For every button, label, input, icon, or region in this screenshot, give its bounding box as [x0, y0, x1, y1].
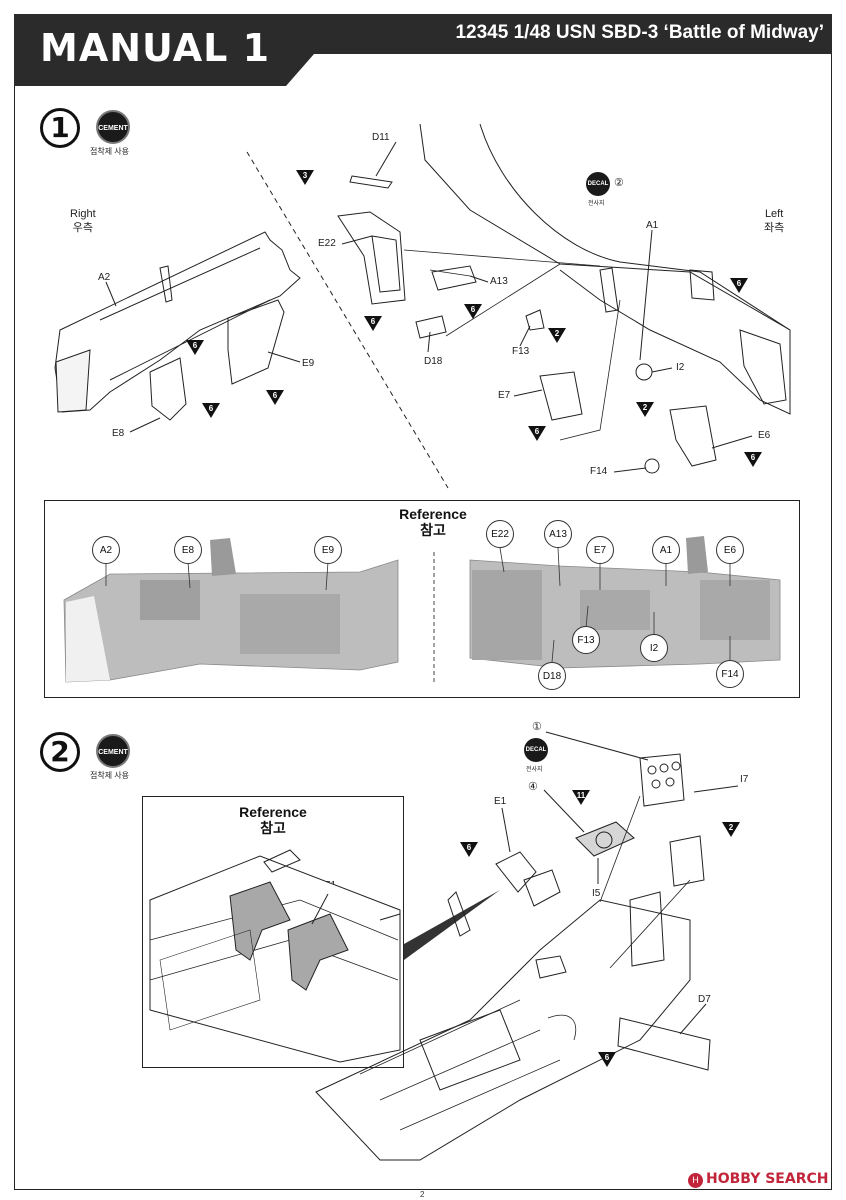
step-1-number: 1	[40, 108, 80, 148]
marker-number: 3	[302, 171, 308, 180]
marker-number: 2	[554, 329, 560, 338]
part-label-a1: A1	[646, 220, 659, 231]
cement-marker	[548, 328, 566, 343]
reference-1-title-kr: 참고	[420, 522, 446, 538]
part-label-e8: E8	[112, 428, 125, 439]
part-label-i2: I2	[676, 362, 685, 373]
cement-marker	[460, 842, 478, 857]
kit-title: 12345 1/48 USN SBD-3 ‘Battle of Midway’	[455, 22, 824, 43]
cement-icon: CEMENT	[96, 734, 130, 768]
page-number: 2	[420, 1190, 425, 1199]
left-label-kr: 좌측	[764, 222, 785, 234]
marker-number: 6	[534, 427, 540, 436]
cement-marker	[636, 402, 654, 417]
decal-text: 전사지	[588, 201, 605, 207]
ref-callout-f14: F14	[716, 660, 744, 688]
manual-title: MANUAL 1	[40, 26, 271, 70]
right-label-kr: 우측	[72, 222, 93, 234]
part-label-f14: F14	[590, 466, 608, 477]
cement-marker	[598, 1052, 616, 1067]
decal-icon: DECAL	[524, 738, 548, 762]
marker-number: 6	[272, 391, 278, 400]
decal-number-1: ①	[532, 721, 542, 733]
decal-text: 전사지	[526, 767, 543, 773]
marker-number: 6	[470, 305, 476, 314]
reference-1-title-en: Reference	[399, 506, 467, 522]
cement-marker	[730, 278, 748, 293]
ref-callout-e9: E9	[314, 536, 342, 564]
ref-callout-a1: A1	[652, 536, 680, 564]
part-label-a2: A2	[98, 272, 111, 283]
watermark-text: HOBBY SEARCH	[706, 1171, 829, 1187]
header-banner-shape	[14, 14, 832, 86]
right-label-en: Right	[70, 208, 96, 220]
ref-callout-e22: E22	[486, 520, 514, 548]
marker-number: 2	[642, 403, 648, 412]
marker-number: 6	[208, 404, 214, 413]
marker-number: 6	[750, 453, 756, 462]
decal-number: ②	[614, 177, 624, 189]
decal-number-4: ④	[528, 781, 538, 793]
part-label-d11: D11	[372, 132, 390, 143]
marker-number: 6	[370, 317, 376, 326]
cement-text: 접착제 사용	[90, 771, 130, 780]
reference-1-title: Reference 참고	[388, 506, 478, 538]
cement-marker	[266, 390, 284, 405]
part-label-e9: E9	[302, 358, 315, 369]
reference-2-title: Reference 참고	[228, 804, 318, 836]
cement-marker	[364, 316, 382, 331]
marker-number: 11	[576, 791, 586, 800]
left-side-label: Left 좌측	[764, 207, 784, 235]
part-label-i7: I7	[740, 774, 749, 785]
part-label-i5: I5	[592, 888, 601, 899]
part-label-a13: A13	[490, 276, 508, 287]
part-label-d18: D18	[424, 356, 443, 367]
marker-number: 6	[466, 843, 472, 852]
marker-number: 6	[736, 279, 742, 288]
watermark-logo-icon: H	[688, 1173, 703, 1188]
header-bar	[14, 14, 832, 86]
part-label-f13: F13	[512, 346, 530, 357]
part-label-e7: E7	[498, 390, 511, 401]
ref-callout-e7: E7	[586, 536, 614, 564]
reference-2-title-kr: 참고	[260, 820, 286, 836]
ref-callout-d18: D18	[538, 662, 566, 690]
cement-marker	[296, 170, 314, 185]
decal-icon: DECAL	[586, 172, 610, 196]
left-label-en: Left	[764, 208, 784, 220]
cement-marker	[572, 790, 590, 805]
marker-number: 6	[604, 1053, 610, 1062]
ref-callout-a2: A2	[92, 536, 120, 564]
ref-callout-a13: A13	[544, 520, 572, 548]
ref-callout-e6: E6	[716, 536, 744, 564]
reference-2-title-en: Reference	[239, 804, 307, 820]
marker-number: 6	[192, 341, 198, 350]
part-label-e22: E22	[318, 238, 336, 249]
cement-icon: CEMENT	[96, 110, 130, 144]
step-2-number: 2	[40, 732, 80, 772]
cement-marker	[722, 822, 740, 837]
ref-callout-i2: I2	[640, 634, 668, 662]
cement-marker	[744, 452, 762, 467]
cement-marker	[202, 403, 220, 418]
right-side-label: Right 우측	[70, 207, 96, 235]
marker-number: 2	[728, 823, 734, 832]
cement-text: 접착제 사용	[90, 147, 130, 156]
part-label-d7: D7	[698, 994, 711, 1005]
part-label-e6: E6	[758, 430, 771, 441]
ref-callout-e8: E8	[174, 536, 202, 564]
cement-marker	[464, 304, 482, 319]
part-label-e1: E1	[494, 796, 507, 807]
cement-marker	[186, 340, 204, 355]
ref-callout-f13: F13	[572, 626, 600, 654]
cement-marker	[528, 426, 546, 441]
